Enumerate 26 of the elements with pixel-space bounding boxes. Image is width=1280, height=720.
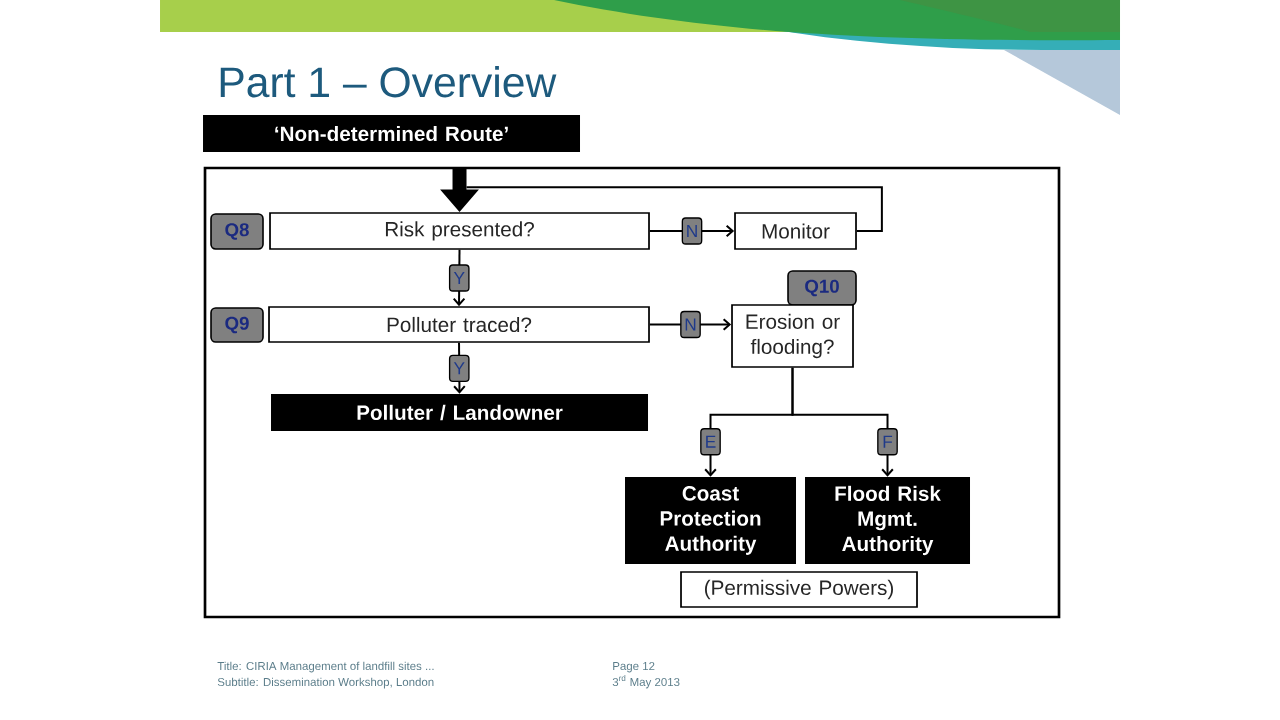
question-box: Polluter traced? <box>268 306 650 343</box>
edge-label: F <box>877 428 898 456</box>
outcome-box: Polluter / Landowner <box>271 394 648 431</box>
slide-title: Part 1 – Overview <box>220 66 557 98</box>
question-box: Risk presented? <box>269 212 650 250</box>
edge-label: N <box>681 217 703 245</box>
footer-text: Subtitle: Dissemination Workshop, London <box>217 677 434 689</box>
question-badge: Q9 <box>210 307 264 343</box>
process-box: Monitor <box>734 212 857 250</box>
footer-text: 3$^{rd}$ May 2013 <box>612 675 680 689</box>
note-box: (Permissive Powers) <box>680 571 918 608</box>
question-badge: Q8 <box>210 213 264 250</box>
question-badge: Q10 <box>787 270 857 306</box>
connector-line <box>465 186 883 232</box>
heading-bar: ‘Non-determined Route’ <box>203 115 580 152</box>
outcome-box: Coast Protection Authority <box>625 477 796 564</box>
outcome-box: Flood Risk Mgmt. Authority <box>805 477 970 564</box>
frame <box>203 166 1061 619</box>
edge-label: Y <box>448 264 470 292</box>
edge-label: N <box>680 310 701 339</box>
footer-text: Page 12 <box>613 662 655 673</box>
footer-text: Title: CIRIA Management of landfill sites ... <box>217 661 434 673</box>
edge-label: E <box>700 428 721 456</box>
edge-label: Y <box>448 354 470 382</box>
arrow <box>791 366 894 477</box>
question-box: Erosion or flooding? <box>731 304 854 368</box>
